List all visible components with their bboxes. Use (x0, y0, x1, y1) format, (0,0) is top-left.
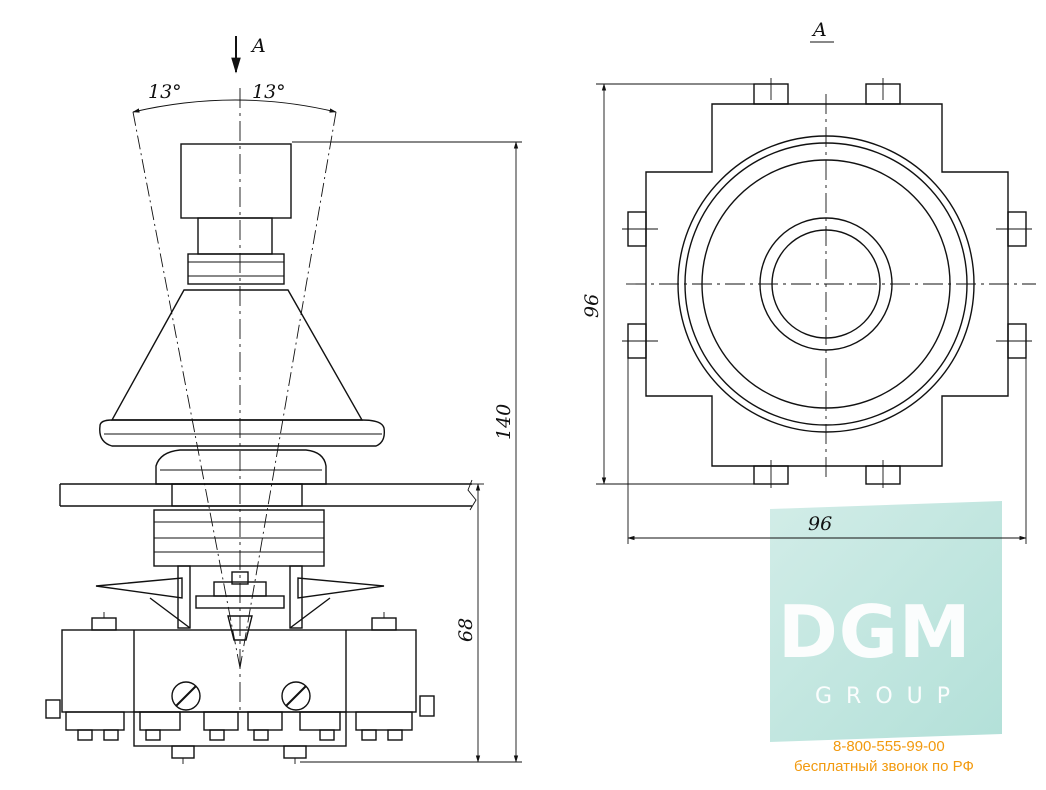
base-outline (645, 103, 1009, 467)
rubber-boot (110, 289, 364, 421)
watermark-group: GROUP (815, 684, 965, 709)
switch-block (61, 629, 417, 713)
lever-right (297, 577, 385, 599)
lever-left (95, 577, 183, 599)
angle-left-label: 13° (148, 81, 182, 103)
knob (180, 143, 292, 219)
plan-view-a: A (581, 19, 1036, 544)
dim-96-horizontal-label: 96 (808, 513, 832, 535)
watermark-phone[interactable]: 8-800-555-99-00 (833, 738, 945, 755)
boot-rim (99, 419, 386, 447)
base-bottom (133, 711, 347, 747)
tilt-line-left (132, 111, 241, 669)
neck (155, 449, 327, 485)
dim-96-vertical-label: 96 (581, 294, 603, 318)
side-view: A 13° 13° (45, 35, 522, 764)
dim-140-label: 140 (493, 404, 515, 440)
watermark-free-call: бесплатный звонок по РФ (794, 758, 974, 775)
collar (187, 253, 285, 285)
screw-right (281, 681, 311, 711)
terminals (45, 695, 435, 764)
angle-right-label: 13° (252, 81, 286, 103)
view-label: A (811, 19, 827, 41)
angle-arc (132, 99, 337, 113)
arrow-label: A (250, 35, 266, 57)
screw-left (171, 681, 201, 711)
dim-68-label: 68 (455, 618, 477, 642)
tilt-line-right (239, 111, 337, 669)
knob-stem (197, 217, 273, 255)
watermark-logo: DGM (778, 590, 972, 674)
